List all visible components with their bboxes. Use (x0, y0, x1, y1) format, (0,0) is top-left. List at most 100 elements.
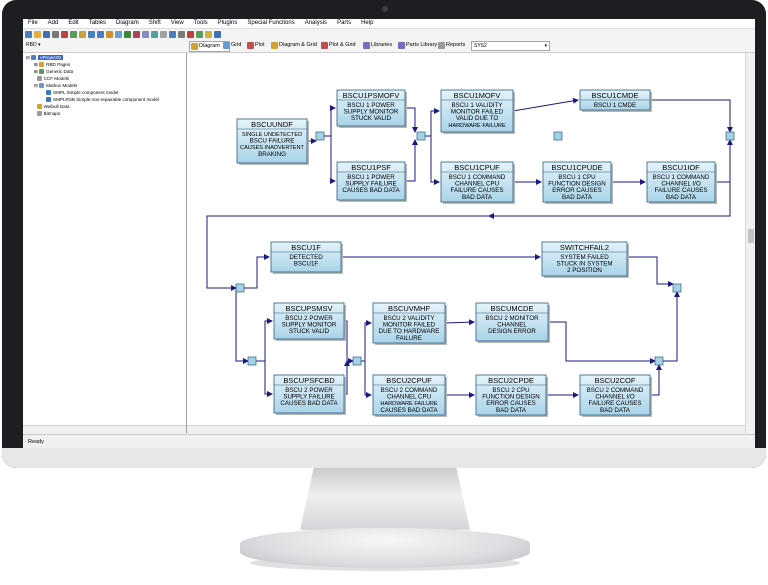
junction-node[interactable] (725, 131, 735, 141)
delete-icon[interactable] (187, 31, 194, 38)
tree-item-generic-data[interactable]: ⊞ Generic Data (34, 69, 74, 75)
junction-node[interactable] (672, 283, 682, 293)
redo-icon[interactable] (97, 31, 104, 38)
junction-node[interactable] (352, 356, 362, 366)
save-icon[interactable] (43, 31, 50, 38)
junction-node[interactable] (654, 356, 664, 366)
tab-libraries[interactable]: Libraries (362, 41, 404, 50)
align-icon[interactable] (178, 31, 185, 38)
block-description-line: BSCU 1 COMMAND (653, 174, 710, 181)
tab-plot[interactable]: Plot (246, 41, 277, 50)
parts-library-icon (398, 42, 405, 49)
monitor-bezel: File Add Edit Tables Diagram Shift View … (2, 0, 766, 468)
help-icon[interactable] (169, 31, 176, 38)
tab-plot-grid[interactable]: Plot & Grid (320, 41, 369, 50)
connector-icon[interactable] (205, 31, 212, 38)
tree-horizontal-scrollbar[interactable] (23, 425, 186, 434)
junction-node[interactable] (553, 131, 563, 141)
run-icon[interactable] (124, 31, 131, 38)
scrollbar-thumb[interactable] (748, 229, 754, 243)
print-icon[interactable] (52, 31, 59, 38)
block-description-line: FUNCTION DESIGN (482, 394, 539, 401)
menu-special-functions[interactable]: Special Functions (247, 20, 295, 26)
menu-parts[interactable]: Parts (337, 20, 352, 26)
find-icon[interactable] (106, 31, 113, 38)
tree-type-combo[interactable]: RBD ▾ (26, 42, 41, 48)
menu-edit[interactable]: Edit (68, 20, 79, 26)
tree-item-bitmaps[interactable]: Bitmaps (34, 111, 60, 117)
tree-item-smplrsb[interactable]: SMPLRSB Simple non-repairable component … (46, 97, 159, 103)
tree-item-rbd-pages[interactable]: ⊞ RBD Pages (34, 62, 71, 68)
junction-node[interactable] (416, 131, 426, 141)
menu-file[interactable]: File (28, 20, 38, 26)
open-icon[interactable] (34, 31, 41, 38)
junction-node[interactable] (235, 283, 245, 293)
stop-icon[interactable] (133, 31, 140, 38)
menu-add[interactable]: Add (47, 20, 59, 26)
block-id: BSCU1IOF (662, 163, 700, 172)
horizontal-scrollbar[interactable] (187, 425, 745, 434)
menu-tools[interactable]: Tools (193, 20, 208, 26)
menu-analysis[interactable]: Analysis (304, 20, 328, 26)
junction-node[interactable] (315, 131, 325, 141)
block-description-line: BAD DATA (600, 407, 631, 414)
tab-reports[interactable]: Reports (437, 41, 476, 50)
monitor-chin (2, 448, 766, 468)
tree-item-ccf-models[interactable]: CCF Models (34, 76, 69, 82)
block-box (541, 241, 628, 277)
menu-shift[interactable]: Shift (148, 20, 161, 26)
copy-icon[interactable] (70, 31, 77, 38)
paste-icon[interactable] (79, 31, 86, 38)
tab-grid[interactable]: Grid (222, 41, 253, 50)
new-icon[interactable] (25, 31, 32, 38)
tab-parts-library[interactable]: Parts Library (397, 41, 444, 50)
main-toolbar (23, 29, 755, 40)
tree-item-markov-models[interactable]: ⊟ Markov Models (34, 83, 78, 89)
block-description-line: BSCU 2 MONITOR (485, 315, 539, 322)
tree-item-root[interactable]: ⊟ vProjectSt (26, 55, 64, 61)
system-select[interactable]: SYS2▾ (471, 41, 550, 51)
weibull-icon (36, 104, 42, 110)
plot-grid-icon (321, 42, 328, 49)
cut-icon[interactable] (61, 31, 68, 38)
block-id: BSCU2COF (595, 376, 636, 385)
chart-icon[interactable] (151, 31, 158, 38)
junction-node[interactable] (247, 356, 257, 366)
menu-tables[interactable]: Tables (88, 20, 107, 26)
menu-view[interactable]: View (170, 20, 184, 26)
undo-icon[interactable] (88, 31, 95, 38)
block-description-line: CHANNEL (497, 322, 527, 329)
zoom-icon[interactable] (115, 31, 122, 38)
menu-help[interactable]: Help (361, 20, 374, 26)
vertical-scrollbar[interactable] (745, 53, 755, 433)
connector-line (364, 361, 372, 398)
tree-item-weibull-data[interactable]: Weibull Data (34, 104, 70, 110)
menu-plugins[interactable]: Plugins (217, 20, 238, 26)
settings-icon[interactable] (160, 31, 167, 38)
tree-item-smpl[interactable]: SMPL Simple component model (46, 90, 118, 96)
menu-diagram[interactable]: Diagram (116, 20, 139, 26)
add-block-icon[interactable] (196, 31, 203, 38)
calculate-icon[interactable] (142, 31, 149, 38)
tab-diagram-grid[interactable]: Diagram & Grid (270, 41, 327, 50)
layout-icon[interactable] (214, 31, 221, 38)
